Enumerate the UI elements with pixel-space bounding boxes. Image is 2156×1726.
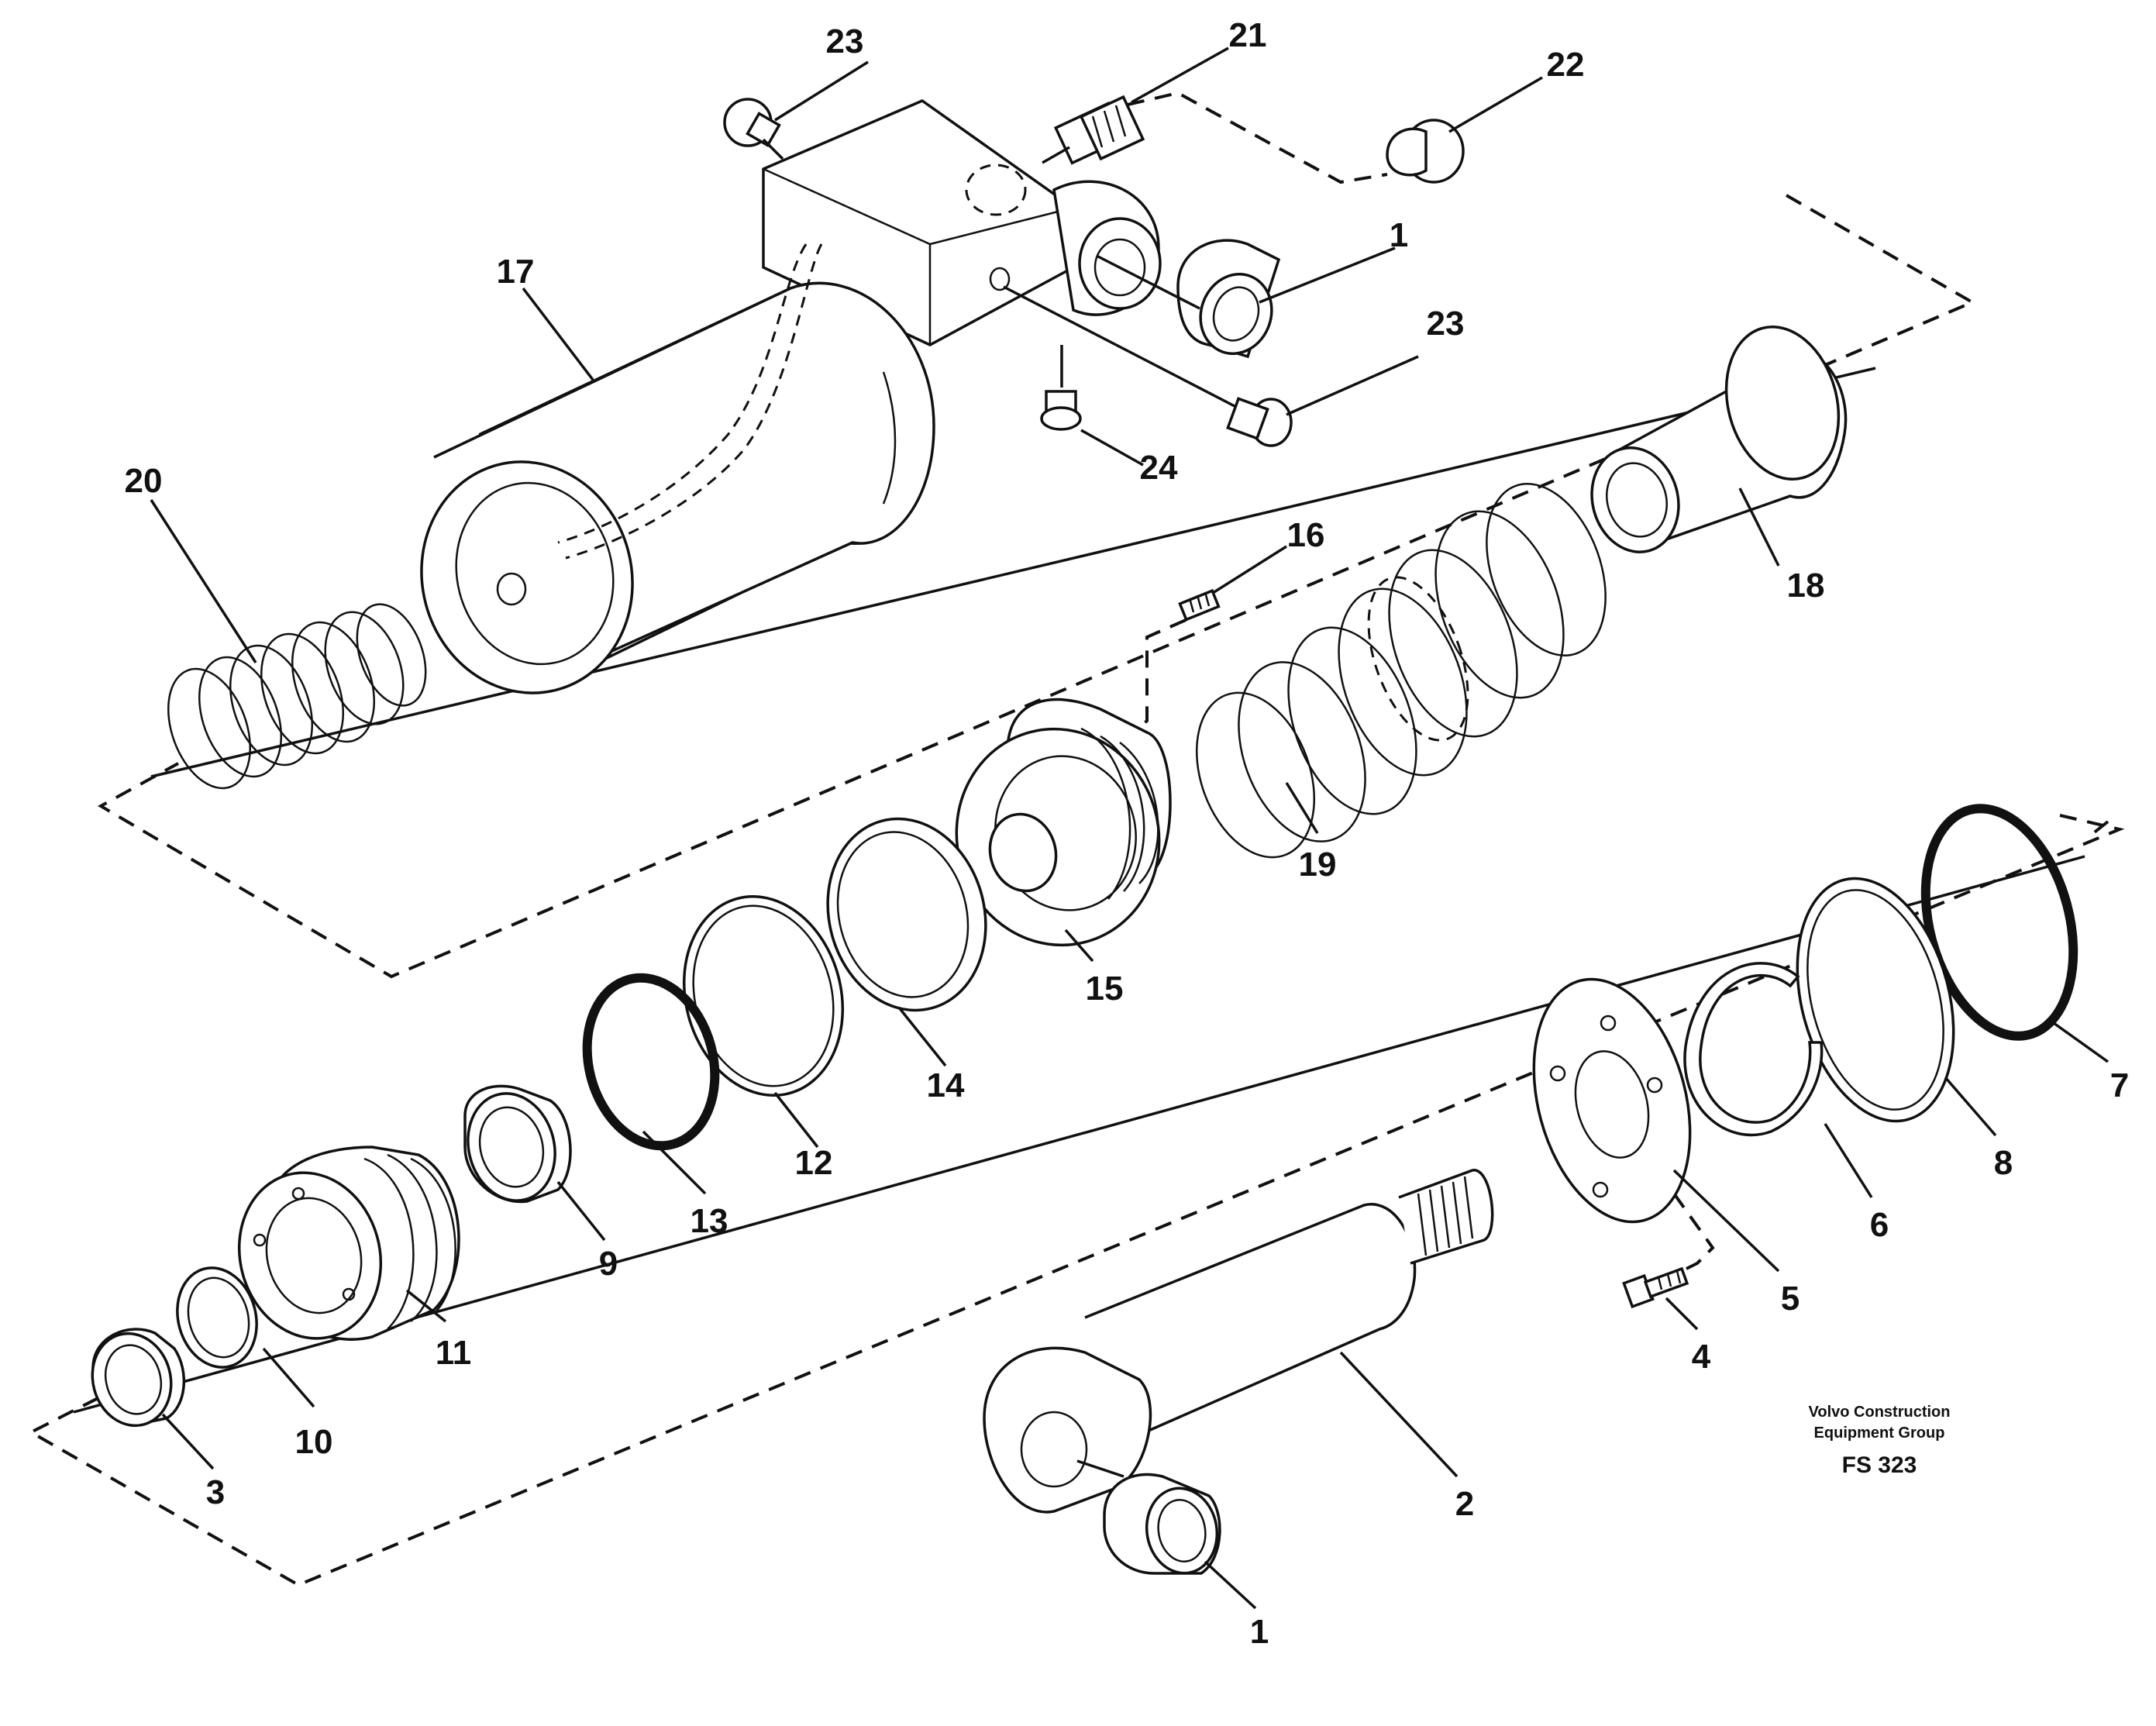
credit-line-2: Equipment Group	[1814, 1425, 1945, 1442]
label-9: 9	[599, 1245, 618, 1283]
bushing-1-bottom	[1103, 1473, 1221, 1575]
label-22: 22	[1547, 46, 1585, 84]
label-11: 11	[436, 1334, 472, 1372]
bushing-10	[176, 1266, 258, 1369]
snap-ring-6	[1683, 962, 1824, 1137]
label-15: 15	[1086, 970, 1124, 1008]
credit-block: Volvo Construction Equipment Group FS 32…	[1809, 1404, 1951, 1478]
label-23-side: 23	[1427, 305, 1465, 343]
tube-18	[1590, 325, 1848, 553]
ring-14	[826, 817, 987, 1012]
label-7: 7	[2110, 1066, 2129, 1104]
valve-21	[1042, 95, 1145, 165]
spring-19	[1195, 483, 1607, 859]
label-4: 4	[1692, 1338, 1711, 1376]
bushing-9	[463, 1084, 572, 1204]
label-3: 3	[206, 1473, 225, 1511]
spring-20	[167, 603, 427, 790]
label-17: 17	[497, 253, 535, 291]
guide-4	[1672, 1192, 1715, 1273]
assembly-guide-lower	[2087, 820, 2110, 839]
axis-upper	[150, 367, 1876, 778]
screw-16	[1178, 588, 1221, 622]
label-1-top: 1	[1390, 216, 1408, 254]
label-8: 8	[1994, 1144, 2013, 1182]
guide-16	[1130, 618, 1186, 736]
label-20: 20	[125, 462, 163, 500]
label-14: 14	[927, 1066, 965, 1104]
label-5: 5	[1781, 1280, 1800, 1318]
piston-15	[955, 698, 1172, 947]
label-6: 6	[1870, 1206, 1889, 1244]
label-13: 13	[691, 1202, 728, 1240]
ring-8	[1796, 877, 1955, 1123]
label-23-top: 23	[826, 22, 864, 60]
assembly-guide-upper	[97, 194, 1976, 979]
label-24: 24	[1140, 449, 1178, 487]
cylinder-body	[420, 99, 1162, 694]
o-ring-13	[582, 973, 720, 1151]
bushing-1-top	[1096, 239, 1281, 359]
plug-24	[1040, 345, 1082, 431]
label-2: 2	[1455, 1485, 1474, 1523]
guide-22	[1127, 91, 1388, 184]
part-labels: 23 21 22 17 1 23 24 20 16 18 19 15 14 12…	[125, 16, 2130, 1651]
plug-23-side	[1003, 285, 1293, 447]
plug-23-top	[723, 98, 784, 160]
credit-line-1: Volvo Construction	[1809, 1404, 1951, 1421]
plug-22	[1386, 119, 1465, 184]
label-21: 21	[1229, 16, 1267, 54]
leader-lines	[150, 47, 2110, 1610]
credit-code: FS 323	[1842, 1452, 1917, 1478]
label-10: 10	[295, 1423, 333, 1461]
label-19: 19	[1299, 846, 1337, 884]
piston-rod-2	[983, 1169, 1494, 1514]
label-18: 18	[1787, 567, 1825, 605]
label-1-bottom: 1	[1250, 1613, 1269, 1651]
wiper-3	[91, 1328, 185, 1428]
assembly-guide-lower-frame	[27, 814, 2125, 1587]
flange-5	[1532, 977, 1692, 1224]
bolt-4	[1622, 1266, 1689, 1309]
label-12: 12	[795, 1144, 833, 1182]
label-16: 16	[1287, 516, 1325, 554]
